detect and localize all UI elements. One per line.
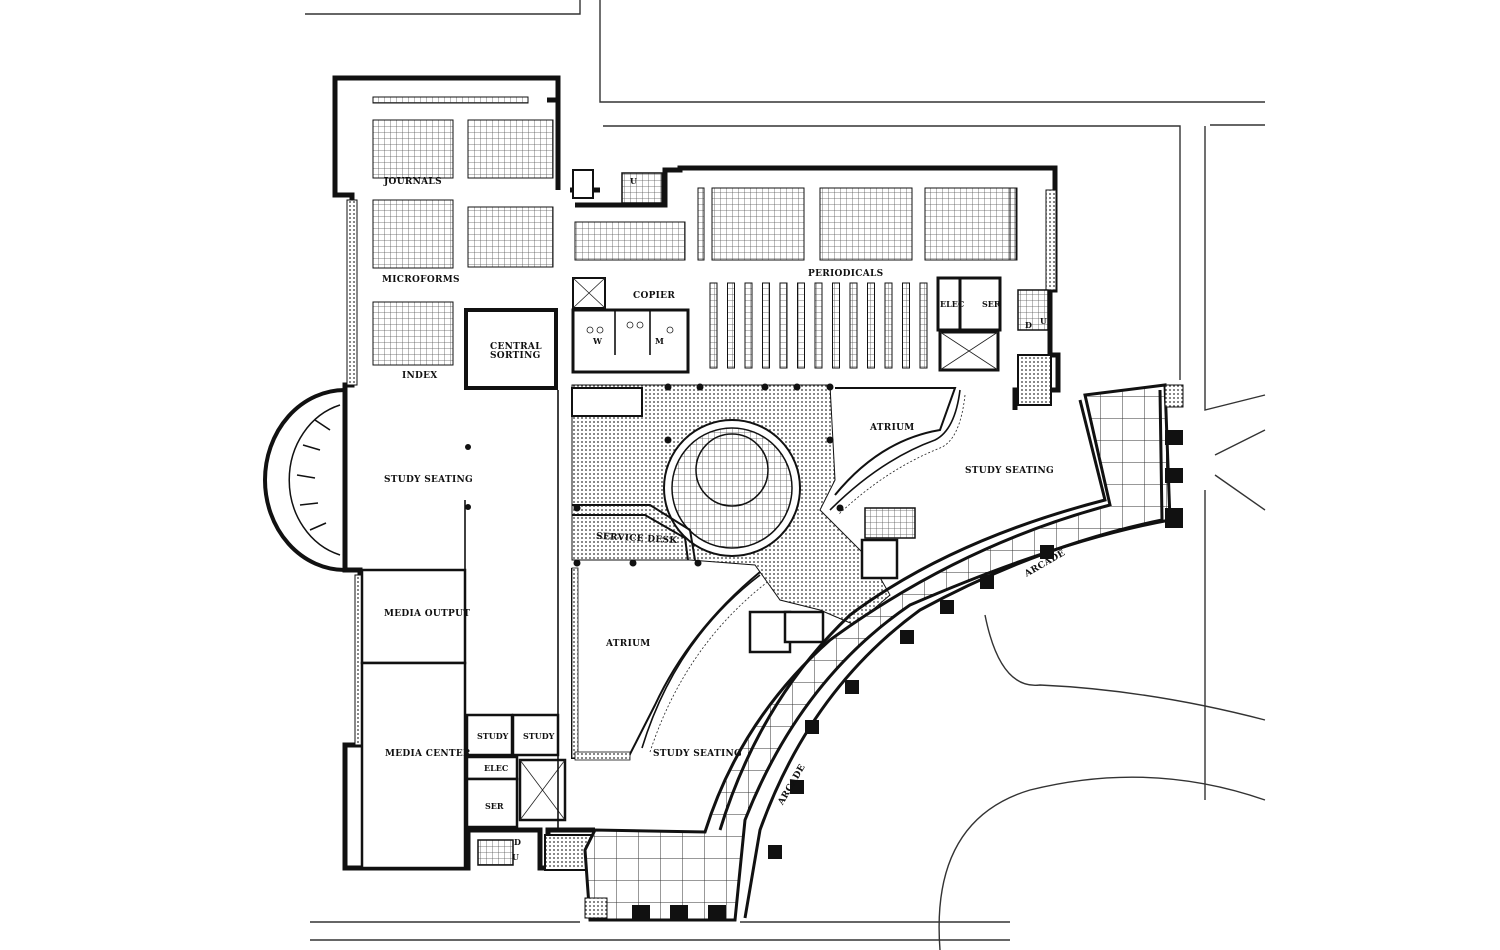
- label-elec-bottom: ELEC: [484, 763, 508, 773]
- label-copier: COPIER: [633, 291, 675, 301]
- periodical-shelves: [709, 282, 928, 369]
- shelf-row: [797, 282, 805, 369]
- shelf-row: [884, 282, 893, 369]
- label-service-desk: SERVICE DESK: [596, 532, 679, 546]
- label-sorting: SORTING: [490, 351, 541, 361]
- shelf-row: [902, 282, 910, 369]
- restroom-block: [571, 277, 690, 374]
- shelf-row: [727, 282, 735, 369]
- label-study-1: STUDY: [477, 731, 509, 741]
- label-study-seating-south: STUDY SEATING: [653, 749, 742, 759]
- shelf-row: [762, 282, 770, 369]
- shelf-row: [919, 282, 928, 369]
- shelf-row: [814, 282, 823, 369]
- stacks-journals: [372, 96, 554, 366]
- bay-window: [263, 388, 346, 572]
- arcade: [583, 383, 1184, 922]
- label-periodicals: PERIODICALS: [808, 269, 883, 279]
- stairs-center: [748, 507, 916, 654]
- media-rooms: [360, 568, 467, 870]
- label-atrium-upper: ATRIUM: [869, 423, 915, 433]
- atrium-upper-outline: [834, 387, 957, 496]
- label-study-seating-west: STUDY SEATING: [384, 475, 473, 485]
- label-atrium-lower: ATRIUM: [605, 639, 651, 649]
- label-central: CENTRAL: [490, 342, 542, 352]
- label-w: W: [592, 336, 603, 346]
- label-elec-top: ELEC: [940, 299, 964, 309]
- service-rooms-east: [936, 276, 1052, 406]
- stacks-periodicals: [574, 187, 1018, 261]
- central-sorting-room: [464, 308, 558, 390]
- shelf-row: [709, 282, 718, 369]
- label-index: INDEX: [402, 371, 438, 381]
- atrium-lower-outline: [571, 567, 771, 761]
- label-d-top: D: [1025, 320, 1032, 330]
- label-study-seating-east: STUDY SEATING: [965, 466, 1054, 476]
- label-media-output: MEDIA OUTPUT: [384, 609, 470, 619]
- label-study-2: STUDY: [523, 731, 555, 741]
- label-microforms: MICROFORMS: [382, 275, 460, 285]
- shelf-row: [779, 282, 788, 369]
- shelf-row: [744, 282, 753, 369]
- central-plaza: [571, 384, 891, 626]
- label-journals: JOURNALS: [383, 177, 442, 187]
- label-u-bottom: U: [512, 852, 519, 862]
- label-m: M: [655, 336, 664, 346]
- service-block-south: [464, 390, 594, 871]
- shelf-row: [832, 282, 840, 369]
- shelf-row: [849, 282, 858, 369]
- label-ser-bottom: SER: [485, 801, 504, 811]
- label-d-bottom: D: [514, 837, 521, 847]
- site-lines: [305, 0, 1266, 950]
- label-u-top: U: [1040, 316, 1047, 326]
- label-ser-top: SER: [982, 299, 1001, 309]
- label-media-center: MEDIA CENTER: [385, 749, 471, 759]
- shelf-row: [867, 282, 875, 369]
- label-u-stair-top: U: [630, 176, 637, 186]
